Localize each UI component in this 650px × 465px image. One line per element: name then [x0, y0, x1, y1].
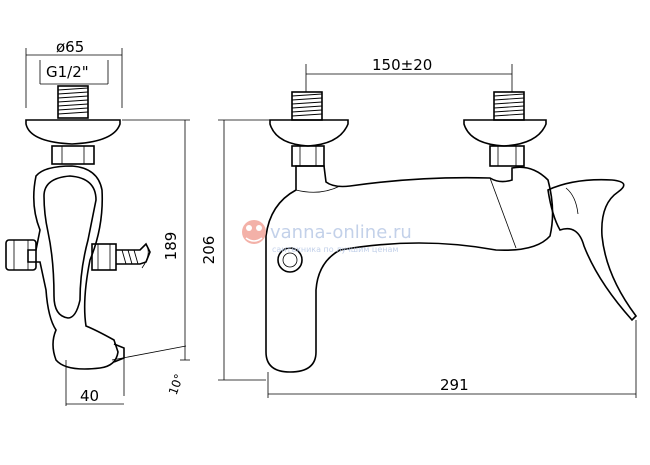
watermark: vanna-online.ru сантехника по лучшим цен…: [242, 220, 412, 254]
spout-offset-label: 40: [80, 387, 99, 405]
watermark-subtitle: сантехника по лучшим ценам: [272, 245, 398, 254]
spout-angle-label: 10°: [166, 372, 186, 397]
side-height-label: 189: [162, 232, 180, 261]
thread-label: G1/2": [46, 63, 89, 81]
front-view: 150±20 206: [200, 56, 638, 398]
watermark-logo-icon: [242, 220, 266, 244]
flange-diameter-label: ø65: [56, 38, 84, 56]
front-height-label: 206: [200, 236, 218, 265]
side-view: ø65 G1/2" 40 10°: [5, 38, 190, 406]
watermark-title: vanna-online.ru: [270, 222, 412, 243]
center-distance-label: 150±20: [372, 56, 432, 74]
spout-length-label: 291: [440, 376, 469, 394]
